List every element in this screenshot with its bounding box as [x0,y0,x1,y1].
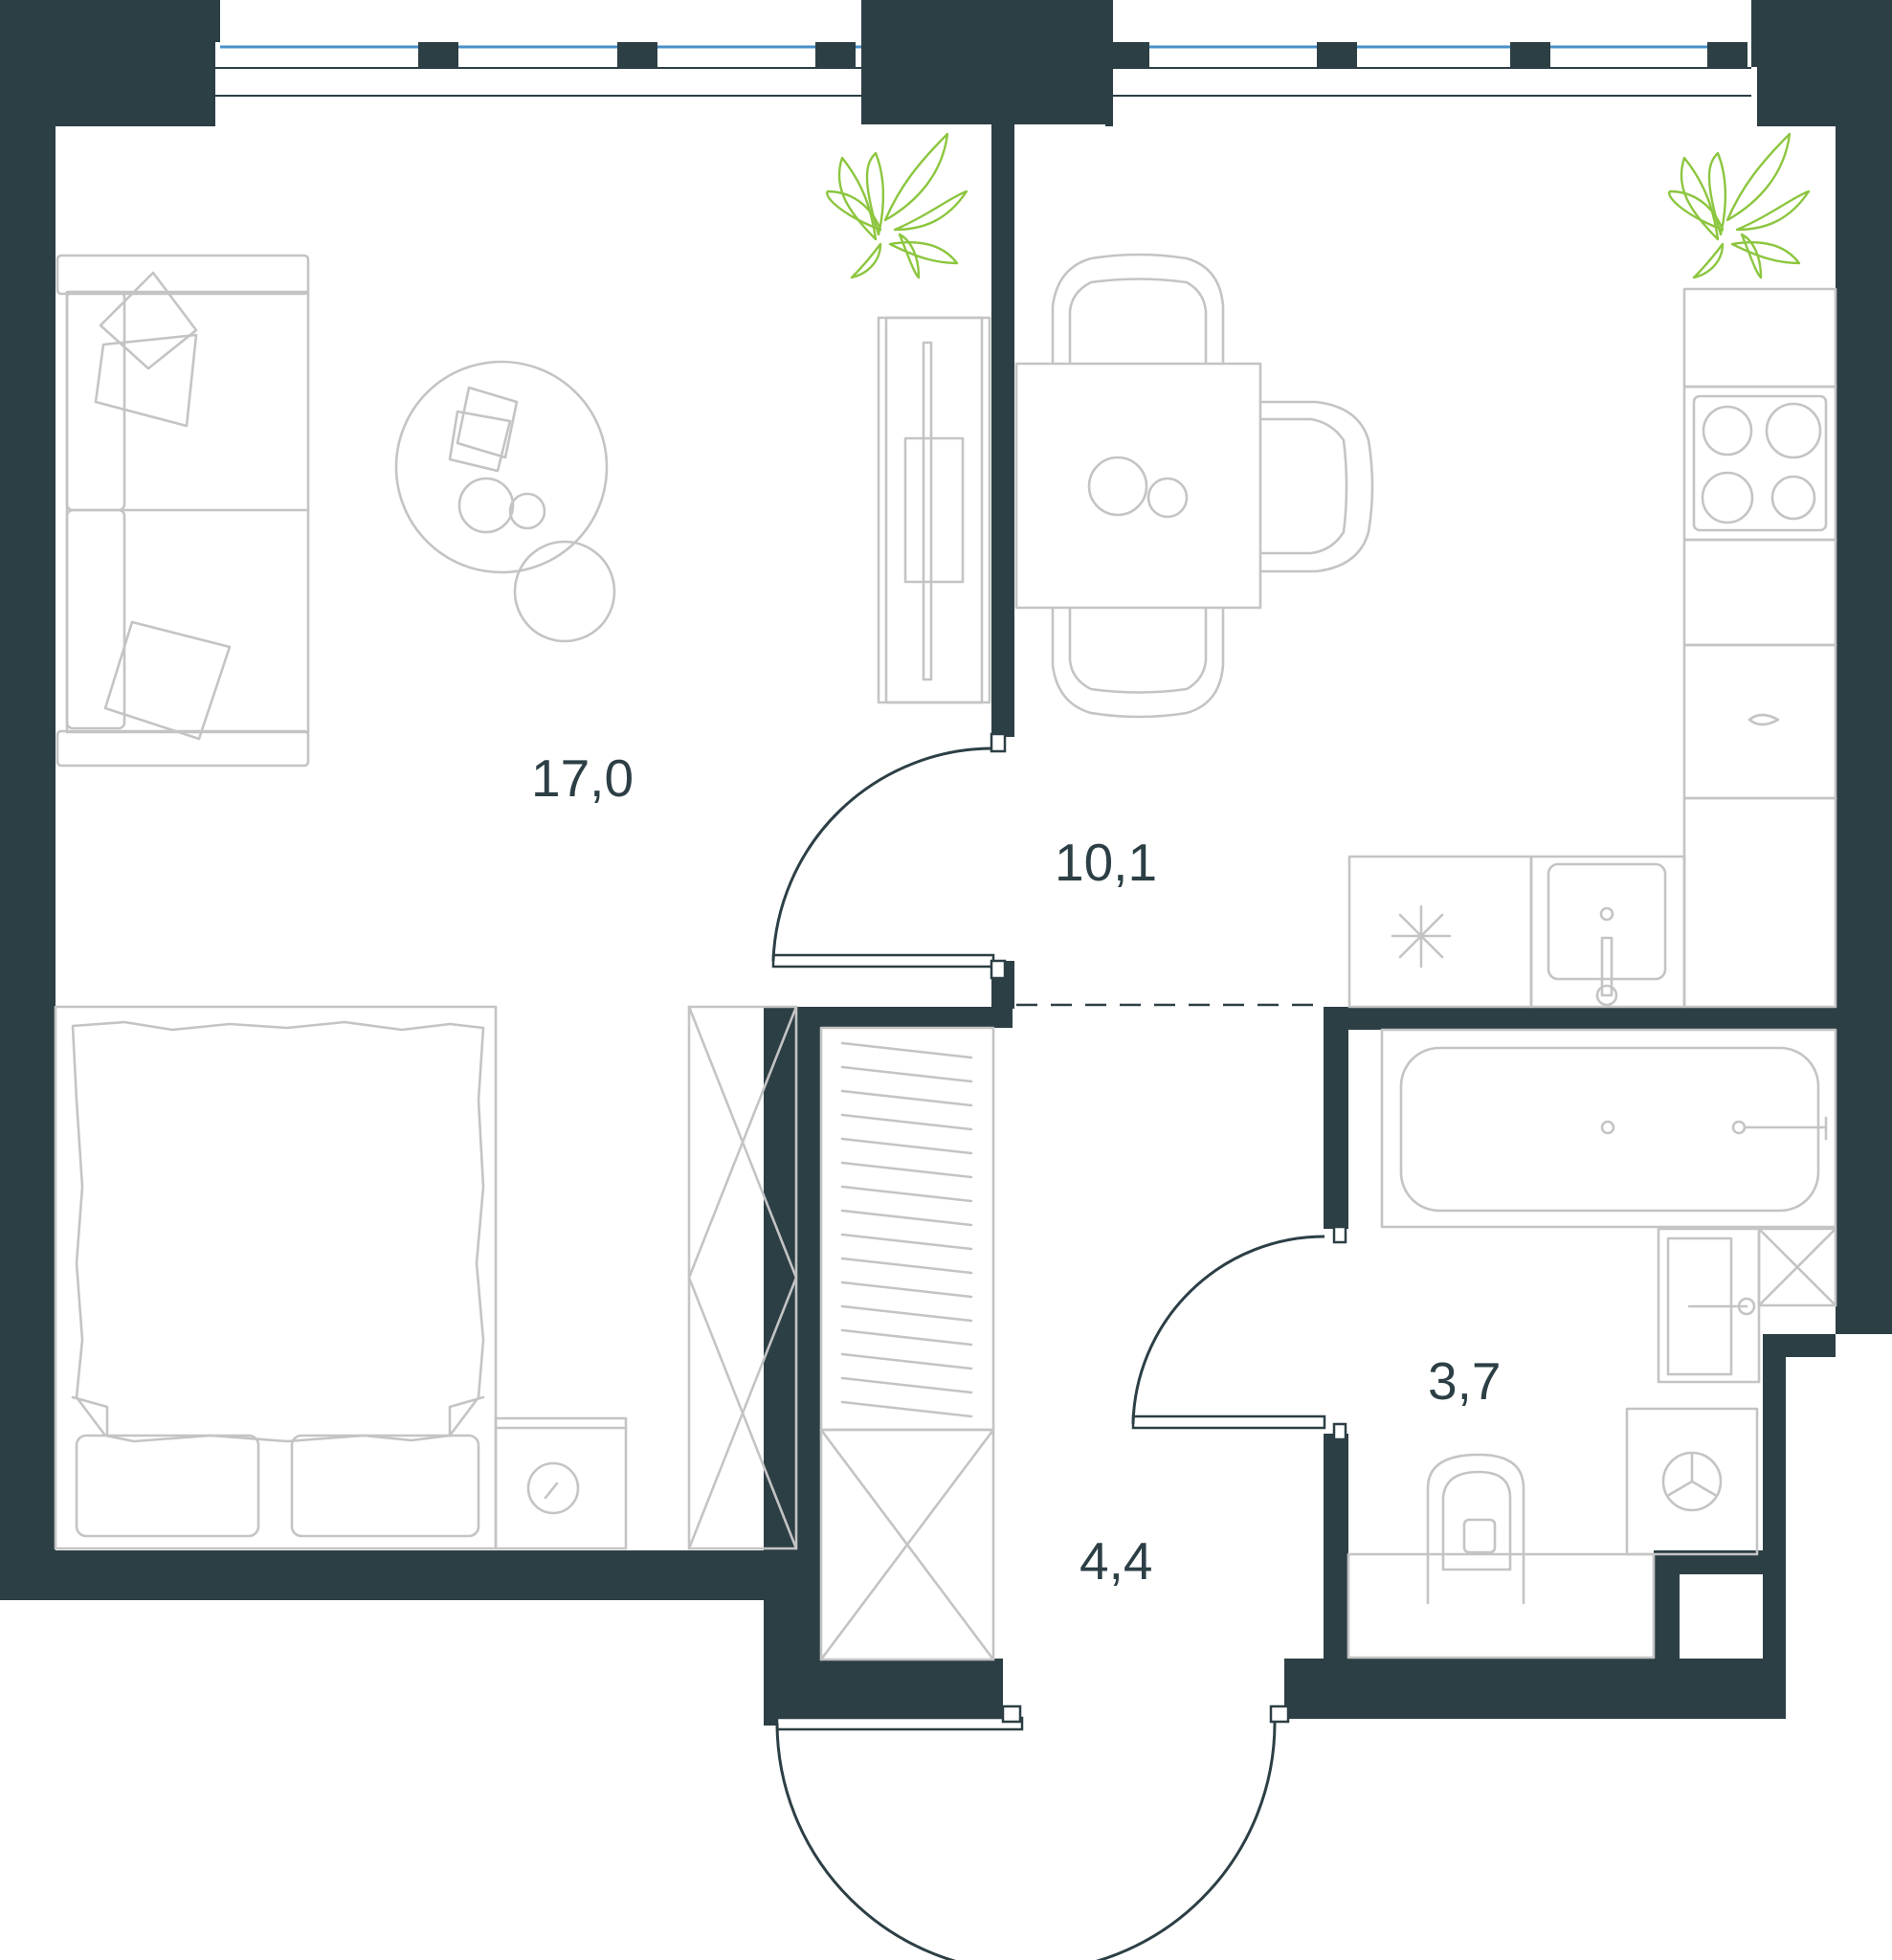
washing-machine [494,1416,628,1550]
hall-area: 4,4 [1080,1531,1152,1591]
coffee-table [394,360,616,643]
tv-stand [877,316,991,704]
kitchen-area: 10,1 [1055,833,1157,892]
chair-bottom [1051,606,1225,719]
plant-kitchen [1668,132,1811,279]
toilet [1347,1453,1656,1659]
chair-right [1258,400,1374,573]
hall-wardrobe [819,1428,995,1661]
walls [0,0,1892,1726]
windows [215,42,1751,97]
kitchen-counter [1347,287,1837,1009]
chair-top [1051,253,1225,366]
boiler [1625,1407,1759,1556]
bathroom-sink [1657,1227,1837,1384]
dining-table [1014,362,1262,610]
entrance-door[interactable] [775,1704,1290,1960]
window-right [1105,42,1751,97]
bathroom-area: 3,7 [1428,1351,1501,1411]
plant-living [826,132,968,279]
dishwasher-icon [1391,904,1452,969]
sofa [56,254,310,768]
hall-rack-slats [840,1041,973,1418]
living-room-area: 17,0 [531,748,634,808]
door-bathroom[interactable] [1131,1225,1347,1441]
door-living-kitchen[interactable] [771,732,1007,980]
window-left [215,42,861,97]
doors [771,732,1347,1960]
wardrobe-living [687,1005,798,1550]
bathtub [1380,1028,1837,1229]
bed [54,1005,498,1550]
hall-rack [819,1026,995,1432]
